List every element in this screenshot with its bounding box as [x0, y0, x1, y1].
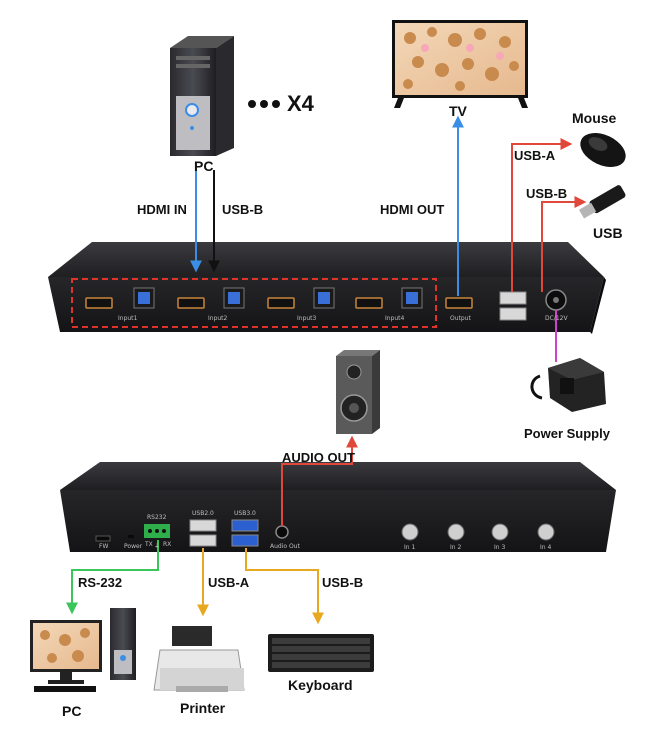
- rear-power-led: [128, 535, 134, 538]
- rear-input-buttons: [401, 523, 555, 541]
- rear-rx-label: RX: [163, 541, 172, 548]
- rs232-arrow: [66, 540, 159, 615]
- power-supply-label: Power Supply: [524, 426, 610, 441]
- pc-tower-bottom: [110, 608, 136, 680]
- front-hdmi-out: [445, 297, 473, 309]
- rear-usb2-label: USB2.0: [192, 510, 214, 517]
- front-port-label: Input4: [385, 315, 405, 322]
- pc-tower-top: [170, 36, 234, 156]
- hdmi-out-label: HDMI OUT: [380, 202, 445, 217]
- front-port-label: Input1: [118, 315, 138, 322]
- mouse-device: [580, 133, 626, 167]
- front-usb-b-2: [223, 287, 245, 309]
- pc-bottom-label: PC: [62, 703, 82, 719]
- mouse-label: Mouse: [572, 110, 617, 126]
- rear-audio-label: Audio Out: [270, 543, 300, 550]
- front-dc-label: DC/12V: [545, 315, 568, 322]
- pc-monitor-bottom: [30, 620, 102, 692]
- rear-usb3-ports: [231, 519, 259, 547]
- usb-a-mouse-arrow: [511, 138, 573, 292]
- multiplier-label: X4: [287, 91, 314, 116]
- hdmi-in-label: HDMI IN: [137, 202, 187, 217]
- printer-label: Printer: [180, 700, 226, 716]
- rear-rs232-label: RS232: [147, 514, 167, 521]
- rear-audio-jack: [275, 525, 289, 539]
- tv-display: [392, 20, 528, 108]
- keyboard-label: Keyboard: [288, 677, 353, 693]
- kvm-rear-box: [60, 462, 616, 552]
- power-supply-adapter: [530, 358, 606, 412]
- audio-out-arrow: [281, 435, 358, 526]
- rs232-label: RS-232: [78, 575, 123, 590]
- front-hdmi-4: [355, 297, 383, 309]
- front-hdmi-1: [85, 297, 113, 309]
- keyboard-device: [268, 634, 374, 672]
- front-port-label: Input3: [297, 315, 317, 322]
- pc-top-label: PC: [194, 158, 214, 174]
- rear-usb3-label: USB3.0: [234, 510, 256, 517]
- usb-b-right-label: USB-B: [526, 186, 568, 201]
- front-hdmi-3: [267, 297, 295, 309]
- front-usb-b-1: [133, 287, 155, 309]
- front-usb-b-3: [313, 287, 335, 309]
- front-hdmi-2: [177, 297, 205, 309]
- usb-b-top-label: USB-B: [222, 202, 264, 217]
- rear-tx-label: TX: [145, 541, 153, 548]
- rear-power-label: Power: [124, 543, 143, 550]
- rear-gnd-label: ⏚: [154, 543, 161, 550]
- rear-rs232-terminal: [144, 524, 170, 538]
- input-selection-box: [71, 278, 437, 328]
- front-usb-b-4: [401, 287, 423, 309]
- rear-usb2-ports: [189, 519, 217, 547]
- usb-a-top-label: USB-A: [514, 148, 556, 163]
- front-port-label: Input2: [208, 315, 228, 322]
- rear-button-label: In 1: [404, 544, 416, 551]
- rear-button-label: In 3: [494, 544, 506, 551]
- tv-label: TV: [449, 103, 467, 119]
- front-dc-jack: [545, 289, 567, 311]
- usb-b-stick-arrow: [541, 196, 587, 292]
- usb-b-bottom-label: USB-B: [322, 575, 364, 590]
- rear-fw-label: FW: [99, 543, 109, 550]
- usb-stick: [579, 185, 626, 219]
- printer-device: [153, 626, 245, 692]
- rear-button-label: In 4: [540, 544, 552, 551]
- usb-b-keyboard-arrow: [245, 548, 324, 625]
- front-port-label: Output: [450, 315, 471, 322]
- rear-fw-port: [95, 535, 111, 542]
- usb-device-label: USB: [593, 225, 623, 241]
- usb-a-bottom-label: USB-A: [208, 575, 250, 590]
- rear-button-label: In 2: [450, 544, 462, 551]
- audio-out-label: AUDIO OUT: [282, 450, 355, 465]
- multiplier-dots: [248, 100, 280, 108]
- speaker: [336, 350, 380, 434]
